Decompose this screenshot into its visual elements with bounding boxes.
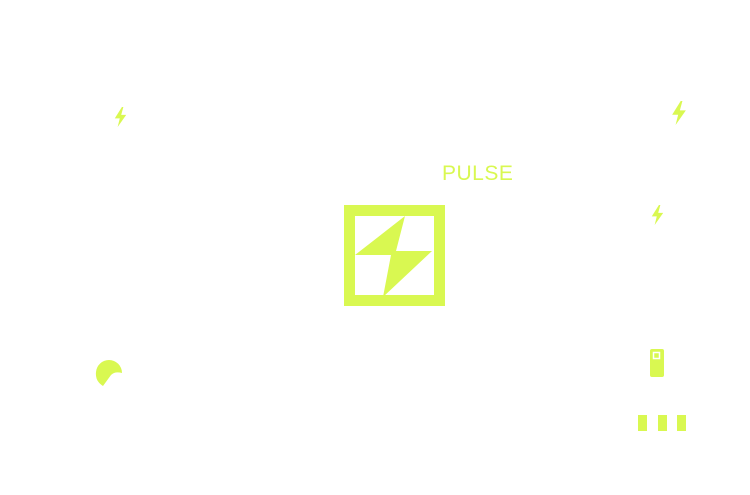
logo-bolt-square-icon — [344, 205, 446, 306]
bolt-icon — [670, 101, 688, 125]
bolt-icon — [113, 107, 128, 127]
brand-name: PULSE — [442, 162, 514, 185]
moon-icon — [95, 360, 123, 386]
battery-icon — [650, 349, 664, 377]
bolt-icon — [650, 205, 665, 225]
